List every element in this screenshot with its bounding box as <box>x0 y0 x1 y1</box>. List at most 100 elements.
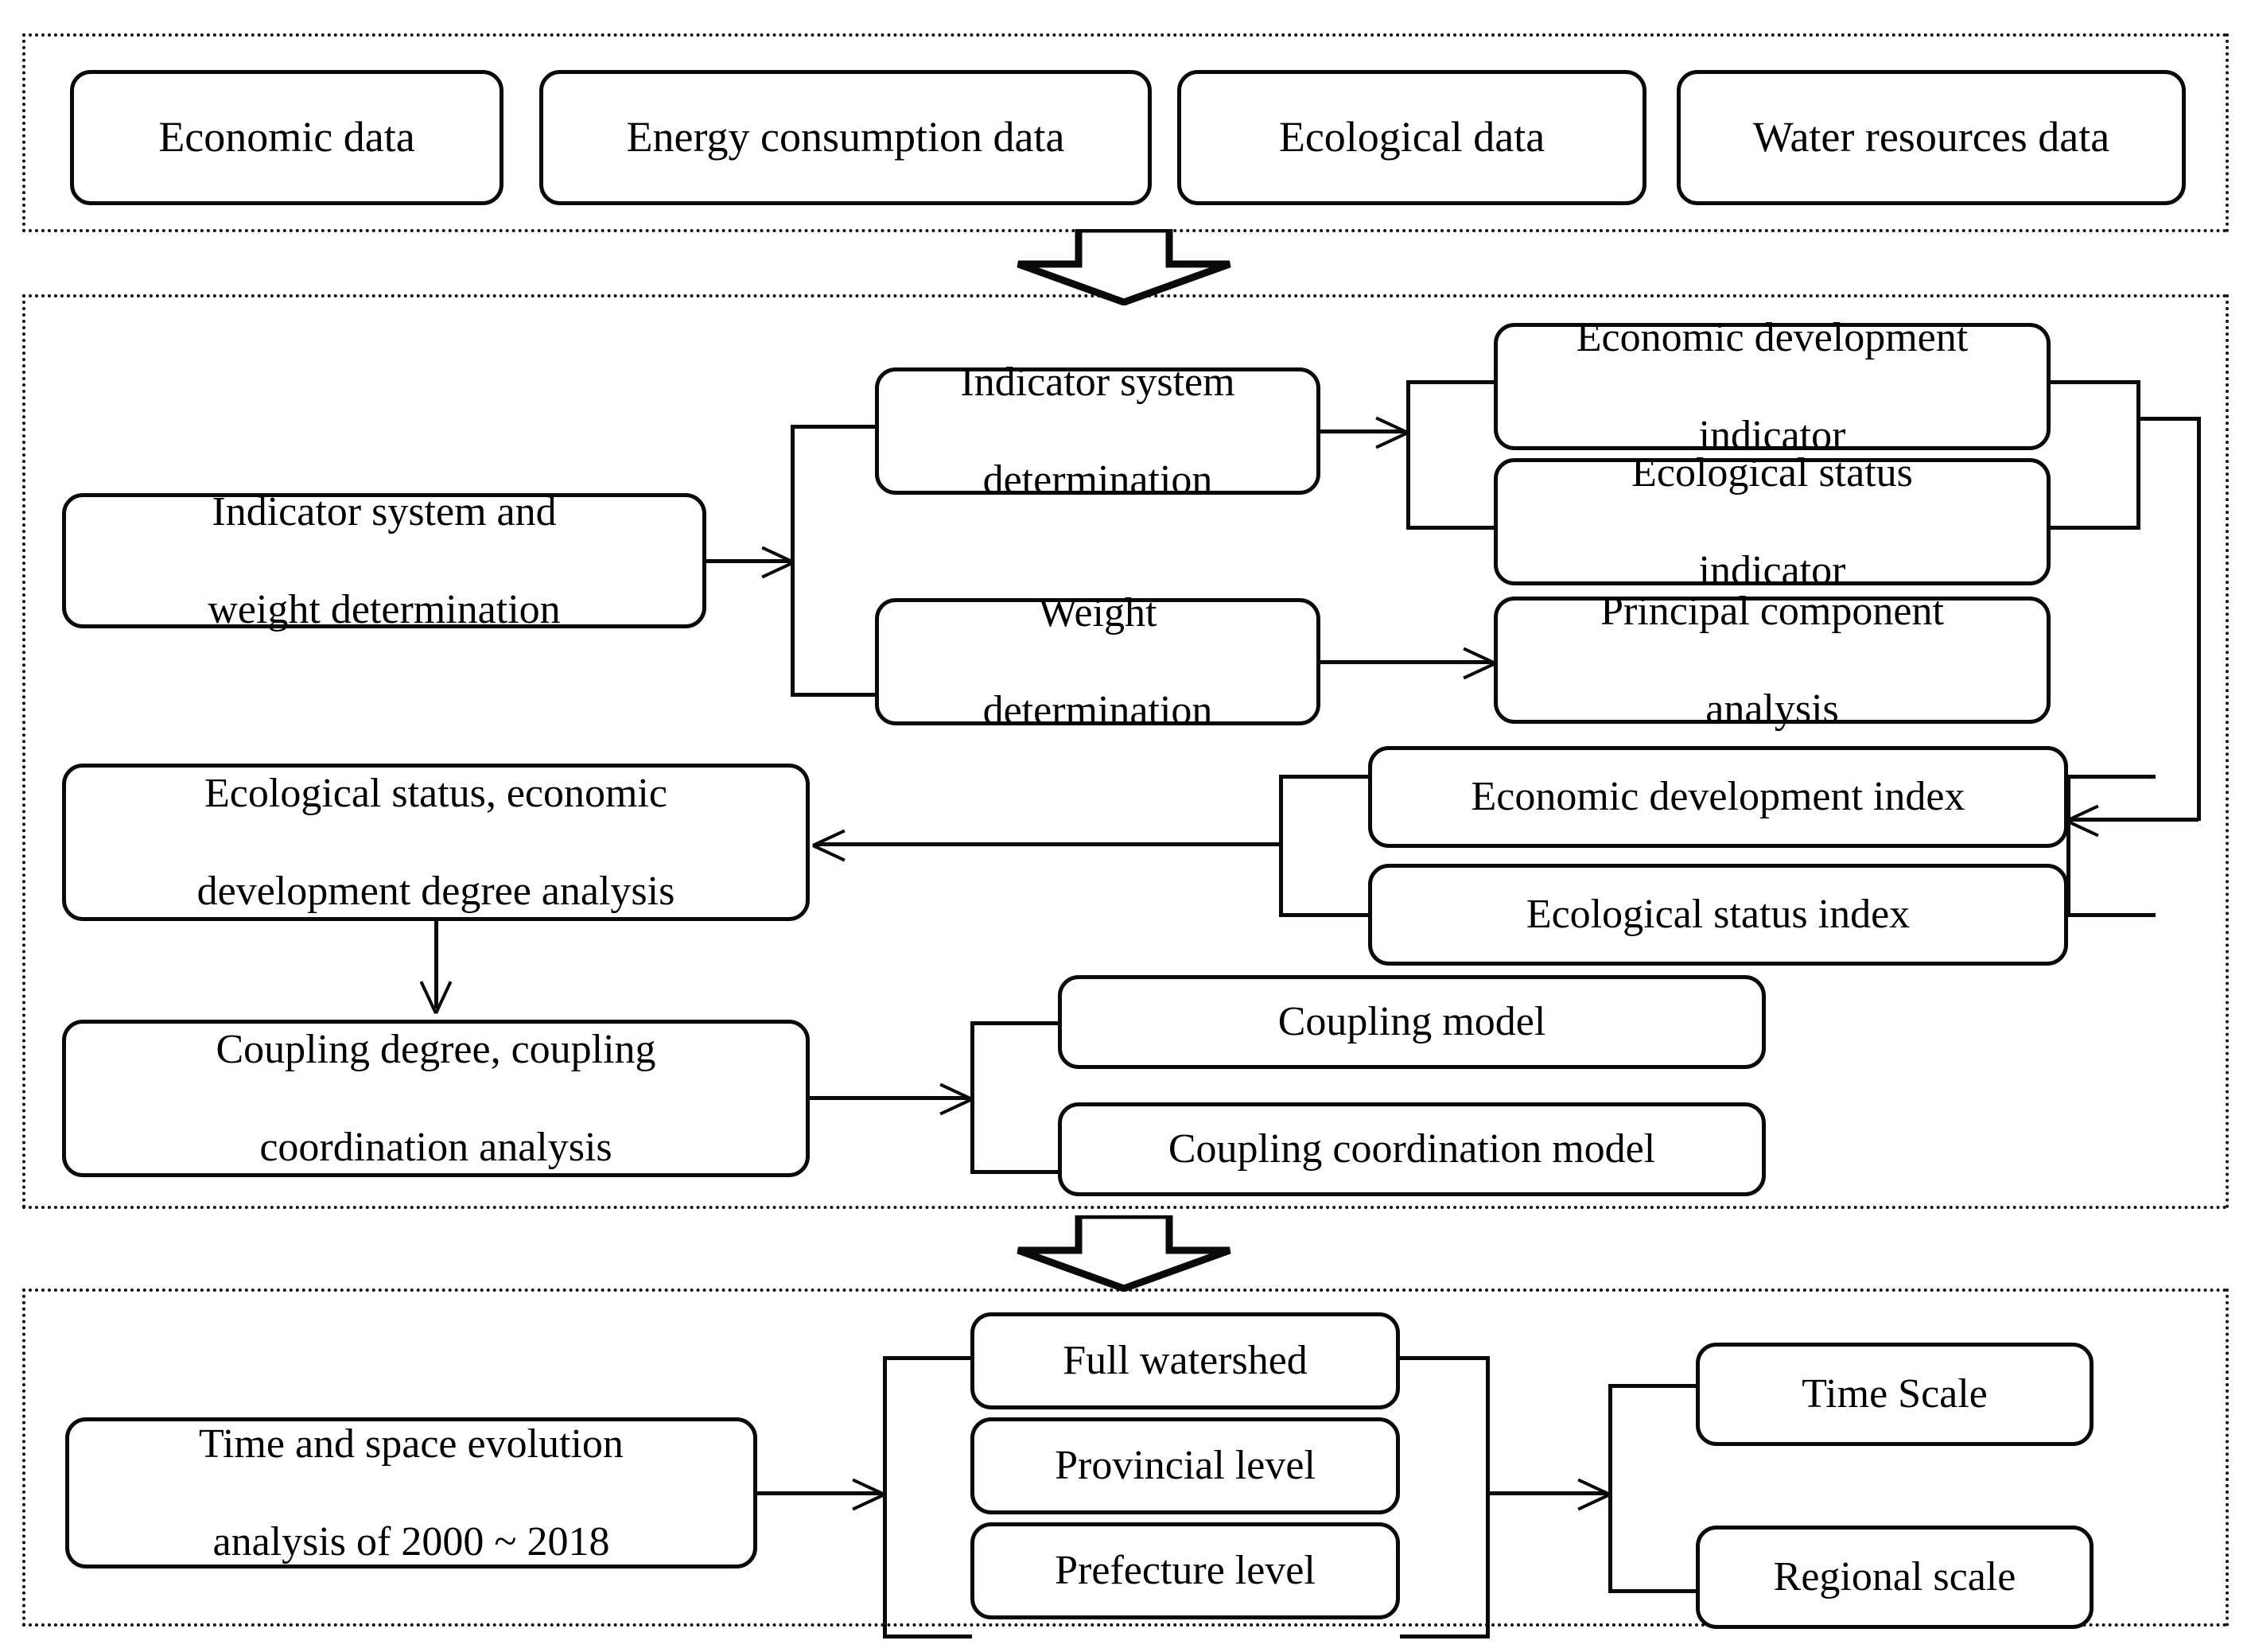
node-prefecture-level[interactable]: Prefecture level <box>970 1522 1400 1619</box>
connector-line <box>791 425 878 429</box>
connector-line <box>757 1491 881 1495</box>
node-label: Indicator system and weight determinatio… <box>74 488 694 634</box>
connector-line <box>2066 775 2156 779</box>
node-label-line2: determination <box>982 687 1213 733</box>
node-indicator-system-determination[interactable]: Indicator system determination <box>875 360 1320 503</box>
node-label-line2: analysis <box>1705 686 1839 732</box>
node-label: Provincial level <box>1055 1443 1316 1489</box>
node-label-line2: indicator <box>1698 547 1846 593</box>
node-label-line2: determination <box>982 457 1213 503</box>
node-economic-data[interactable]: Economic data <box>70 70 503 205</box>
node-label-line1: Indicator system and <box>212 488 557 534</box>
node-label: Ecological status indicator <box>1506 449 2039 595</box>
node-ecological-economic-degree-analysis[interactable]: Ecological status, economic development … <box>62 764 810 921</box>
node-label-line2: analysis of 2000 ~ 2018 <box>212 1518 610 1565</box>
node-label: Weight determination <box>887 589 1308 735</box>
node-ecological-status-index[interactable]: Ecological status index <box>1368 864 2068 966</box>
node-label: Energy consumption data <box>626 113 1065 161</box>
connector-line <box>883 1635 972 1638</box>
node-coupling-degree-analysis[interactable]: Coupling degree, coupling coordination a… <box>62 1020 810 1177</box>
connector-line <box>883 1356 887 1638</box>
connector-line <box>1320 660 1491 664</box>
node-label: Water resources data <box>1752 113 2110 161</box>
node-label: Economic development indicator <box>1506 313 2039 460</box>
connector-line <box>1406 380 1410 530</box>
node-label: Economic data <box>158 113 415 161</box>
node-label: Time Scale <box>1802 1371 1988 1417</box>
connector-line <box>2066 775 2070 917</box>
node-full-watershed[interactable]: Full watershed <box>970 1312 1400 1409</box>
node-label-line1: Indicator system <box>960 359 1235 405</box>
node-regional-scale[interactable]: Regional scale <box>1696 1526 2094 1629</box>
connector-line <box>1608 1384 1612 1592</box>
node-label: Ecological data <box>1278 113 1545 161</box>
connector-line <box>1486 1491 1607 1495</box>
connector-line <box>1608 1589 1697 1593</box>
node-ecological-data[interactable]: Ecological data <box>1177 70 1646 205</box>
connector-line <box>434 921 438 1009</box>
node-label: Full watershed <box>1063 1338 1308 1384</box>
node-provincial-level[interactable]: Provincial level <box>970 1417 1400 1514</box>
block-arrow-down-data-to-method <box>1009 229 1239 305</box>
connector-line <box>2068 818 2199 822</box>
connector-line <box>1400 1356 1489 1360</box>
connector-line <box>1486 1356 1490 1638</box>
connector-line <box>2197 417 2201 821</box>
node-label-line1: Principal component <box>1600 588 1944 634</box>
connector-line <box>1406 526 1495 530</box>
connector-line <box>810 1096 969 1100</box>
connector-line <box>1320 430 1404 433</box>
node-ecological-status-indicator[interactable]: Ecological status indicator <box>1494 450 2051 593</box>
node-label-line1: Ecological status <box>1631 449 1913 496</box>
node-economic-development-indicator[interactable]: Economic development indicator <box>1494 315 2051 458</box>
connector-line <box>2066 913 2156 917</box>
node-coupling-model[interactable]: Coupling model <box>1058 975 1766 1069</box>
connector-line <box>883 1356 972 1360</box>
connector-line <box>1608 1384 1697 1388</box>
node-label-line1: Ecological status, economic <box>204 770 667 816</box>
connector-line <box>970 1170 1059 1174</box>
node-label: Regional scale <box>1773 1554 2016 1600</box>
node-label: Prefecture level <box>1055 1548 1316 1594</box>
node-label-line1: Weight <box>1038 589 1157 636</box>
connector-line <box>2051 380 2140 384</box>
node-indicator-system-and-weight-determination[interactable]: Indicator system and weight determinatio… <box>62 489 706 632</box>
connector-line <box>706 559 791 563</box>
node-time-space-evolution-analysis[interactable]: Time and space evolution analysis of 200… <box>65 1417 757 1568</box>
node-label-line1: Time and space evolution <box>199 1421 624 1467</box>
connector-line <box>1279 775 1283 917</box>
connector-line <box>2136 380 2140 530</box>
node-coupling-coordination-model[interactable]: Coupling coordination model <box>1058 1102 1766 1196</box>
node-label-line1: Economic development <box>1576 314 1969 360</box>
connector-line <box>2051 526 2140 530</box>
node-label-line2: weight determination <box>208 586 561 632</box>
node-label: Coupling degree, coupling coordination a… <box>74 1025 798 1172</box>
node-economic-development-index[interactable]: Economic development index <box>1368 746 2068 848</box>
connector-line <box>816 842 1281 846</box>
node-label: Coupling model <box>1277 999 1546 1045</box>
block-arrow-down-method-to-evolution <box>1009 1215 1239 1292</box>
node-energy-consumption-data[interactable]: Energy consumption data <box>539 70 1152 205</box>
node-water-resources-data[interactable]: Water resources data <box>1677 70 2186 205</box>
connector-line <box>791 693 878 697</box>
node-label: Ecological status, economic development … <box>74 769 798 915</box>
node-label: Indicator system determination <box>887 358 1308 504</box>
connector-line <box>1400 1635 1489 1638</box>
node-label: Principal component analysis <box>1506 587 2039 733</box>
node-label: Coupling coordination model <box>1168 1126 1656 1172</box>
node-label-line2: development degree analysis <box>196 868 675 914</box>
node-label: Time and space evolution analysis of 200… <box>77 1420 745 1566</box>
node-label-line1: Coupling degree, coupling <box>216 1026 656 1072</box>
node-principal-component-analysis[interactable]: Principal component analysis <box>1494 589 2051 732</box>
node-weight-determination[interactable]: Weight determination <box>875 590 1320 733</box>
connector-line <box>1279 913 1368 917</box>
connector-line <box>970 1021 1059 1025</box>
node-label: Economic development index <box>1471 774 1965 820</box>
node-time-scale[interactable]: Time Scale <box>1696 1343 2094 1446</box>
node-label-line2: coordination analysis <box>259 1124 612 1170</box>
connector-line <box>2136 417 2200 421</box>
node-label: Ecological status index <box>1526 892 1911 938</box>
connector-line <box>1406 380 1495 384</box>
connector-line <box>1279 775 1368 779</box>
